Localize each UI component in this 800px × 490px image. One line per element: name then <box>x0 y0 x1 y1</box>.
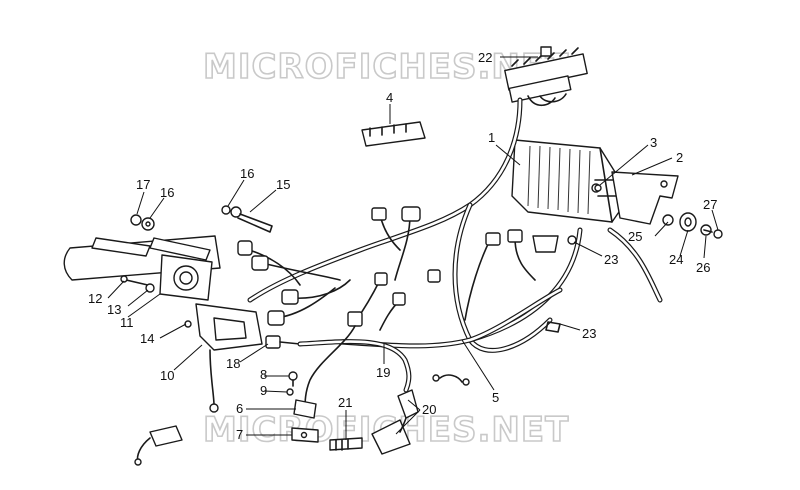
callout-27: 27 <box>703 197 717 212</box>
callout-21: 21 <box>338 395 352 410</box>
part-1-control-unit <box>511 139 631 223</box>
harness-connectors <box>237 206 577 386</box>
callout-4: 4 <box>386 90 393 105</box>
ground-strap <box>134 425 183 466</box>
callout-9: 9 <box>260 383 267 398</box>
callout-14: 14 <box>140 331 154 346</box>
part-11-mounting-plate <box>159 254 213 301</box>
part-3-screw <box>594 184 602 192</box>
callout-3: 3 <box>650 135 657 150</box>
callout-10: 10 <box>160 368 174 383</box>
part-18-connector <box>265 335 301 349</box>
callout-17: 17 <box>136 177 150 192</box>
watermark-bottom: MICROFICHES.NET <box>203 410 569 450</box>
callout-22: 22 <box>478 50 492 65</box>
callout-5: 5 <box>492 390 499 405</box>
callout-26: 26 <box>696 260 710 275</box>
callout-7: 7 <box>236 427 243 442</box>
callout-12: 12 <box>88 291 102 306</box>
callout-13: 13 <box>107 302 121 317</box>
part-24-rubber-mount <box>679 212 697 232</box>
part-27-bolt <box>703 229 723 239</box>
callout-24: 24 <box>669 252 683 267</box>
part-20-spark-plug-cap <box>371 389 419 455</box>
callout-16a: 16 <box>160 185 174 200</box>
callout-25: 25 <box>628 229 642 244</box>
callout-23a: 23 <box>604 252 618 267</box>
part-7-bracket <box>291 427 319 443</box>
part-8-bolt <box>288 371 298 387</box>
part-25-spacer <box>662 214 674 226</box>
watermark-top: MICROFICHES.NET <box>203 47 569 87</box>
callout-labels: 22 4 1 3 2 27 25 24 26 23 23 5 17 16 16 … <box>88 50 717 442</box>
part-2-bracket <box>611 171 679 225</box>
callout-6: 6 <box>236 401 243 416</box>
part-6-sensor <box>293 399 317 419</box>
callout-2: 2 <box>676 150 683 165</box>
callout-19: 19 <box>376 365 390 380</box>
callout-20: 20 <box>422 402 436 417</box>
part-16-washer-left <box>141 217 155 231</box>
callout-1: 1 <box>488 130 495 145</box>
callout-8: 8 <box>260 367 267 382</box>
part-4-connector-block <box>361 121 426 147</box>
part-21-spark-plug <box>329 437 363 451</box>
callout-15: 15 <box>276 177 290 192</box>
part-15-bolt <box>230 206 273 233</box>
callout-18: 18 <box>226 356 240 371</box>
callout-23b: 23 <box>582 326 596 341</box>
part-10-ignition-unit <box>195 303 263 413</box>
callout-16b: 16 <box>240 166 254 181</box>
part-16-washer-right <box>221 205 231 215</box>
part-17-nut <box>130 214 142 226</box>
main-wiring-harness <box>247 97 663 353</box>
part-9-washer <box>286 388 294 396</box>
callout-11: 11 <box>120 315 134 330</box>
part-19-cable <box>297 325 412 411</box>
leader-lines <box>107 56 719 440</box>
part-22-fuse-block <box>504 46 588 107</box>
